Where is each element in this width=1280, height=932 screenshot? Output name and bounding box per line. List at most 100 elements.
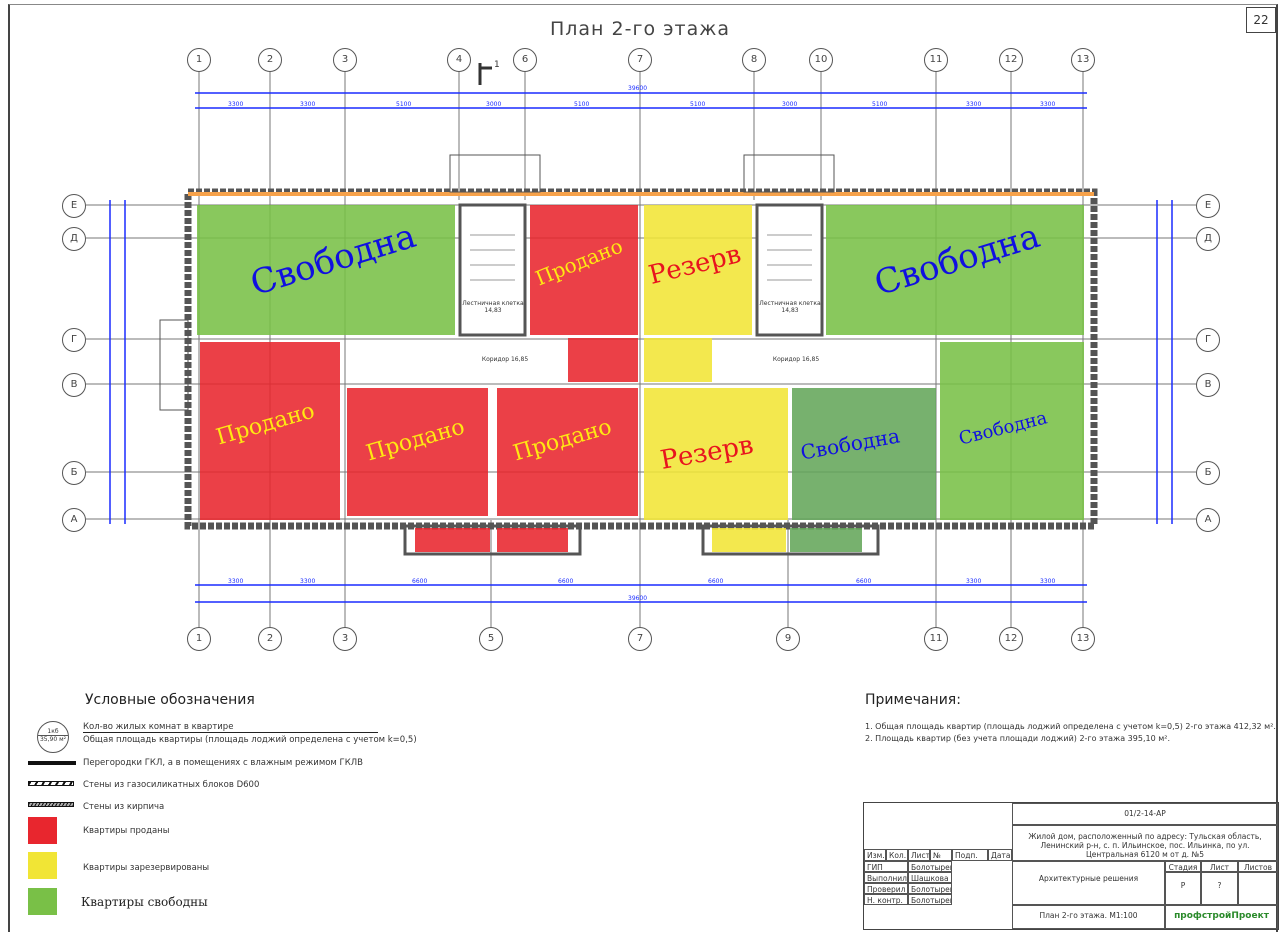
axis-marker: 12 xyxy=(999,627,1023,651)
legend-swatch-sold xyxy=(28,817,57,844)
gas-wall-symbol xyxy=(28,781,74,786)
axis-marker: Б xyxy=(1196,461,1220,485)
apartment-reserved-part xyxy=(644,338,712,382)
note-item: 1. Общая площадь квартир (площадь лоджий… xyxy=(865,722,1276,731)
tb-sheet: ? xyxy=(1201,872,1238,905)
legend-free: Квартиры свободны xyxy=(81,895,208,909)
sheet-frame xyxy=(8,4,1278,932)
legend-sold: Квартиры проданы xyxy=(83,826,170,836)
apartment-sold[interactable] xyxy=(347,388,488,516)
symbol-area: 35,90 м² xyxy=(39,736,66,743)
tb-stage: Р xyxy=(1165,872,1201,905)
axis-marker: А xyxy=(1196,508,1220,532)
legend-gas-walls: Стены из газосиликатных блоков D600 xyxy=(83,780,260,790)
axis-marker: Д xyxy=(62,227,86,251)
tb-name: Шашкова xyxy=(908,872,952,883)
dim-bottom: 3300 xyxy=(1040,578,1056,585)
apartment-reserved[interactable] xyxy=(644,388,788,520)
axis-marker: Е xyxy=(62,194,86,218)
axis-marker: 13 xyxy=(1071,627,1095,651)
apartment-sold[interactable] xyxy=(497,388,638,516)
axis-marker: 12 xyxy=(999,48,1023,72)
axis-marker: 1 xyxy=(187,627,211,651)
legend-swatch-free xyxy=(28,888,57,915)
dim-top: 5100 xyxy=(872,101,888,108)
company-logo: профстройПроект xyxy=(1165,905,1278,929)
axis-marker: 2 xyxy=(258,627,282,651)
axis-marker: В xyxy=(62,373,86,397)
apartment-free[interactable] xyxy=(940,342,1084,520)
axis-marker: А xyxy=(62,508,86,532)
apartment-reserved[interactable] xyxy=(644,205,752,335)
dim-bottom: 6600 xyxy=(558,578,574,585)
dim-bottom: 3300 xyxy=(966,578,982,585)
legend-total-area: Общая площадь квартиры (площадь лоджий о… xyxy=(83,735,417,745)
axis-marker: 2 xyxy=(258,48,282,72)
tb-section: Архитектурные решения xyxy=(1012,861,1165,905)
axis-marker: 11 xyxy=(924,48,948,72)
room-label: Коридор 16,85 xyxy=(481,356,529,363)
apartment-free[interactable] xyxy=(197,205,455,335)
loggia-sold xyxy=(415,528,490,552)
tb-name: Болотырев xyxy=(908,861,952,872)
dim-top: 3300 xyxy=(1040,101,1056,108)
axis-marker: 7 xyxy=(628,48,652,72)
tb-header: № док xyxy=(930,849,952,861)
axis-marker: 5 xyxy=(479,627,503,651)
tb-role: ГИП xyxy=(864,861,908,872)
dim-bottom: 3300 xyxy=(228,578,244,585)
apartment-sold[interactable] xyxy=(200,342,340,520)
loggia-free xyxy=(790,528,862,552)
legend-reserved: Квартиры зарезервированы xyxy=(83,863,210,873)
tb-header: Подп. xyxy=(952,849,988,861)
axis-marker: 11 xyxy=(924,627,948,651)
dim-bottom: 6600 xyxy=(856,578,872,585)
dim-bottom: 6600 xyxy=(412,578,428,585)
dim-total-bottom: 39600 xyxy=(628,595,648,602)
sheet-number: 22 xyxy=(1246,7,1276,33)
axis-marker: В xyxy=(1196,373,1220,397)
tb-name: Болотырев xyxy=(908,883,952,894)
project-code: 01/2-14-АР xyxy=(1012,803,1278,825)
tb-drawing: План 2-го этажа. М1:100 xyxy=(1012,905,1165,929)
title-block: 01/2-14-АР Жилой дом, расположенный по а… xyxy=(863,802,1279,930)
loggia-sold xyxy=(497,528,568,552)
room-count-symbol: 1кб 35,90 м² xyxy=(37,721,69,753)
axis-marker: Е xyxy=(1196,194,1220,218)
tb-stage-label: Стадия xyxy=(1165,861,1201,872)
tb-sheets xyxy=(1238,872,1278,905)
apartment-sold[interactable] xyxy=(530,205,638,335)
legend-swatch-reserved xyxy=(28,852,57,879)
axis-marker: Д xyxy=(1196,227,1220,251)
tb-sheet-label: Лист xyxy=(1201,861,1238,872)
axis-marker: 6 xyxy=(513,48,537,72)
apartment-free[interactable] xyxy=(792,388,936,520)
apartment-sold-part xyxy=(568,338,638,382)
room-label: Коридор 16,85 xyxy=(772,356,820,363)
tb-header: Изм. xyxy=(864,849,886,861)
dim-top: 5100 xyxy=(574,101,590,108)
axis-marker: 1 xyxy=(187,48,211,72)
axis-marker: Б xyxy=(62,461,86,485)
brick-wall-symbol xyxy=(28,802,74,807)
axis-marker: Г xyxy=(1196,328,1220,352)
dim-top: 5100 xyxy=(396,101,412,108)
dim-top: 3300 xyxy=(300,101,316,108)
legend-brick-walls: Стены из кирпича xyxy=(83,802,165,812)
tb-sheets-label: Листов xyxy=(1238,861,1278,872)
tb-header: Лист xyxy=(908,849,930,861)
tb-header: Дата xyxy=(988,849,1012,861)
dim-bottom: 3300 xyxy=(300,578,316,585)
axis-marker: Г xyxy=(62,328,86,352)
axis-marker: 10 xyxy=(809,48,833,72)
legend-rooms-count: Кол-во жилых комнат в квартире xyxy=(83,722,378,733)
tb-role: Проверил xyxy=(864,883,908,894)
room-label: Лестничная клетка 14,83 xyxy=(759,300,821,314)
axis-marker: 9 xyxy=(776,627,800,651)
tb-name: Болотырев xyxy=(908,894,952,905)
apartment-free[interactable] xyxy=(826,205,1084,335)
tb-role: Выполнил xyxy=(864,872,908,883)
tb-role: Н. контр. xyxy=(864,894,908,905)
axis-marker: 4 xyxy=(447,48,471,72)
